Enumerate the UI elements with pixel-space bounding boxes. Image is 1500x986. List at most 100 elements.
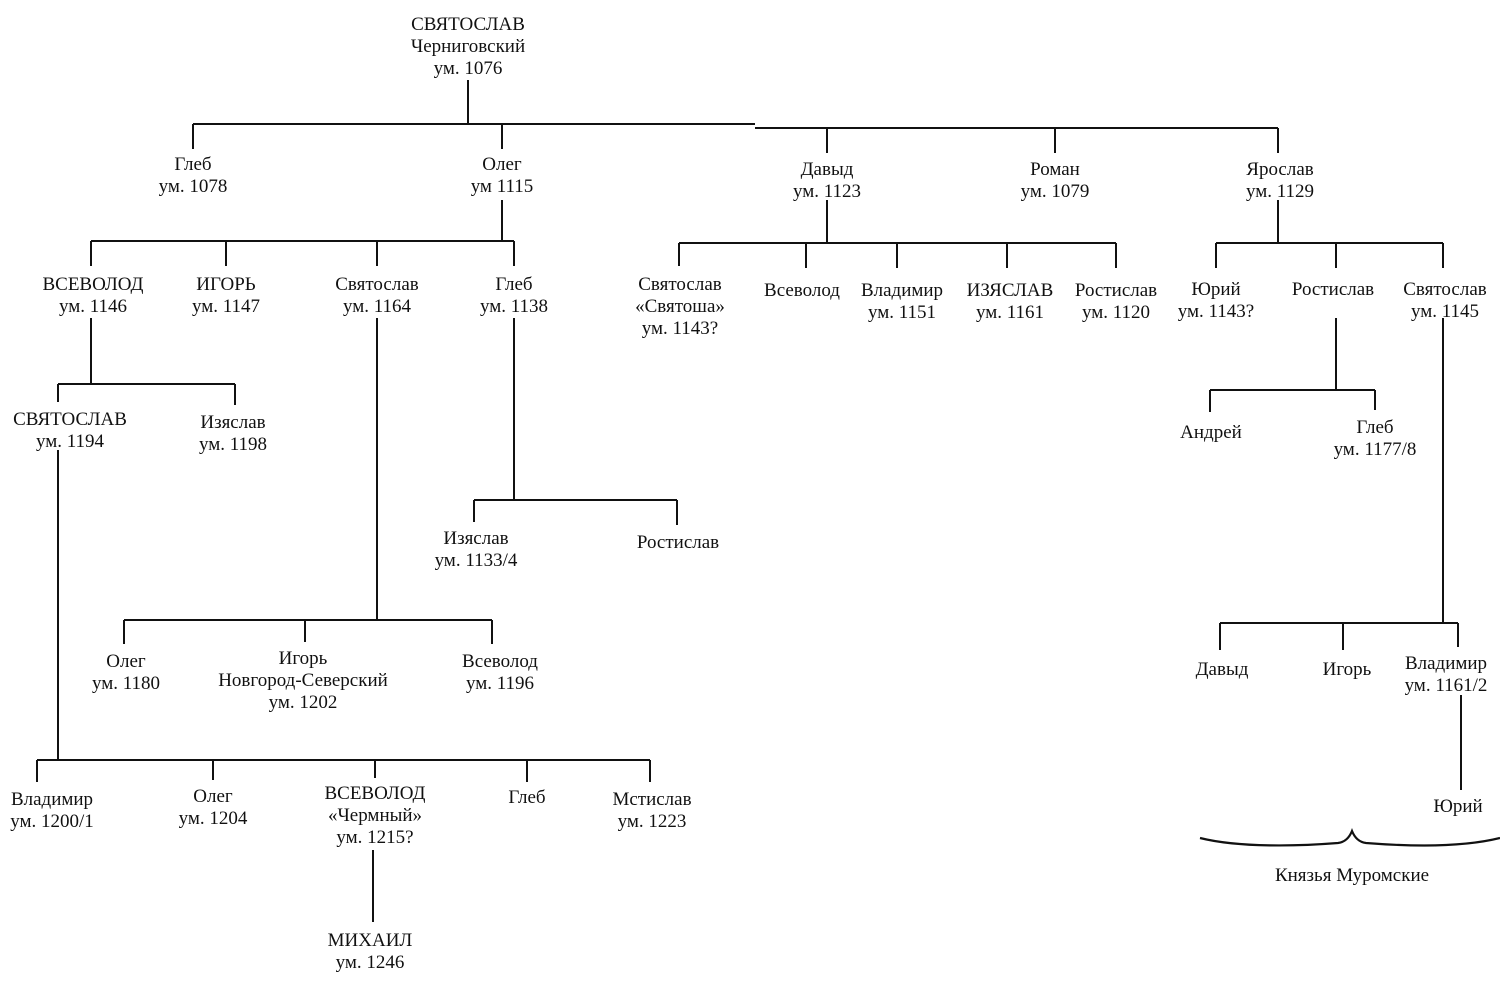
- person-svyatosha-1143: Святослав«Святоша»ум. 1143?: [635, 274, 725, 339]
- person-yuri-1143-line-2: ум. 1143?: [1178, 301, 1255, 322]
- person-izyaslav-1161-line-1: ИЗЯСЛАВ: [967, 280, 1054, 301]
- person-mstislav-1223-line-1: Мстислав: [612, 789, 691, 810]
- person-vsevolod-d-line-1: Всеволод: [764, 280, 840, 301]
- person-davyd-1123-line-1: Давыд: [801, 159, 854, 180]
- person-andrey-line-1: Андрей: [1180, 422, 1242, 443]
- murom-princes-label: Князья Муромские: [1275, 865, 1429, 886]
- person-vsevolod-d: Всеволод: [764, 280, 840, 301]
- person-igor-1147-line-2: ум. 1147: [192, 296, 260, 317]
- person-yuri-m-line-1: Юрий: [1433, 796, 1482, 817]
- person-gleb-s: Глеб: [508, 787, 545, 808]
- person-oleg-1115-line-1: Олег: [482, 154, 522, 175]
- person-svyatosha-1143-line-1: Святослав: [638, 274, 722, 295]
- person-svyatoslav-root-line-1: СВЯТОСЛАВ: [411, 14, 525, 35]
- murom-bracket-brace: [1199, 828, 1500, 847]
- person-izyaslav-1133-line-2: ум. 1133/4: [435, 550, 518, 571]
- person-igor-1202-line-1: Игорь: [279, 648, 328, 669]
- person-svyatoslav-1194-line-1: СВЯТОСЛАВ: [13, 409, 127, 430]
- person-gleb-1177-line-2: ум. 1177/8: [1334, 439, 1417, 460]
- person-vsevolod-1146-line-2: ум. 1146: [59, 296, 127, 317]
- person-yaroslav-1129-line-1: Ярослав: [1246, 159, 1313, 180]
- person-svyatoslav-root-line-2: Черниговский: [411, 36, 525, 57]
- tree-connectors: [36, 80, 1462, 922]
- person-izyaslav-1198-line-2: ум. 1198: [199, 434, 267, 455]
- person-igor-m: Игорь: [1323, 659, 1372, 680]
- person-izyaslav-1133-line-1: Изяслав: [443, 528, 508, 549]
- person-andrey: Андрей: [1180, 422, 1242, 443]
- person-yaroslav-1129-line-2: ум. 1129: [1246, 181, 1314, 202]
- person-gleb-1177-line-1: Глеб: [1356, 417, 1393, 438]
- person-mstislav-1223-line-2: ум. 1223: [618, 811, 687, 832]
- person-vladimir-1161-line-2: ум. 1161/2: [1405, 675, 1488, 696]
- person-igor-m-line-1: Игорь: [1323, 659, 1372, 680]
- person-gleb-1138-line-2: ум. 1138: [480, 296, 548, 317]
- person-vsevolod-1215-line-3: ум. 1215?: [336, 827, 413, 848]
- person-oleg-1204-line-1: Олег: [193, 786, 233, 807]
- person-davyd-m: Давыд: [1196, 659, 1249, 680]
- person-oleg-1180-line-2: ум. 1180: [92, 673, 160, 694]
- person-vsevolod-1215-line-2: «Чермный»: [328, 805, 422, 826]
- person-svyatoslav-1164-line-1: Святослав: [335, 274, 419, 295]
- person-igor-1202-line-3: ум. 1202: [269, 692, 338, 713]
- person-vladimir-1200-line-1: Владимир: [11, 789, 93, 810]
- person-svyatoslav-1145-line-1: Святослав: [1403, 279, 1487, 300]
- person-vsevolod-1146-line-1: ВСЕВОЛОД: [42, 274, 143, 295]
- person-vsevolod-1215-line-1: ВСЕВОЛОД: [324, 783, 425, 804]
- person-izyaslav-1198-line-1: Изяслав: [200, 412, 265, 433]
- person-rostislav-y-line-1: Ростислав: [1292, 279, 1374, 300]
- person-vladimir-1200-line-2: ум. 1200/1: [10, 811, 94, 832]
- person-vladimir-1151-line-2: ум. 1151: [868, 302, 936, 323]
- person-rostislav-1120-line-2: ум. 1120: [1082, 302, 1150, 323]
- person-gleb-s-line-1: Глеб: [508, 787, 545, 808]
- person-roman-1079-line-2: ум. 1079: [1021, 181, 1090, 202]
- person-rostislav-g: Ростислав: [637, 532, 719, 553]
- person-vsevolod-1196-line-1: Всеволод: [462, 651, 538, 672]
- person-oleg-1115-line-2: ум 1115: [471, 176, 534, 197]
- person-mikhail-1246-line-1: МИХАИЛ: [328, 930, 413, 951]
- person-vsevolod-1215: ВСЕВОЛОД«Чермный»ум. 1215?: [324, 783, 425, 848]
- person-roman-1079-line-1: Роман: [1030, 159, 1080, 180]
- person-vladimir-1161-line-1: Владимир: [1405, 653, 1487, 674]
- person-vsevolod-1196-line-2: ум. 1196: [466, 673, 534, 694]
- person-rostislav-1120-line-1: Ростислав: [1075, 280, 1157, 301]
- person-yuri-1143-line-1: Юрий: [1191, 279, 1240, 300]
- person-oleg-1180-line-1: Олег: [106, 651, 146, 672]
- person-rostislav-y: Ростислав: [1292, 279, 1374, 300]
- person-svyatosha-1143-line-2: «Святоша»: [635, 296, 725, 317]
- person-igor-1147-line-1: ИГОРЬ: [196, 274, 256, 295]
- person-davyd-1123-line-2: ум. 1123: [793, 181, 861, 202]
- person-svyatoslav-1164-line-2: ум. 1164: [343, 296, 412, 317]
- person-gleb-1078-line-2: ум. 1078: [159, 176, 228, 197]
- person-rostislav-g-line-1: Ростислав: [637, 532, 719, 553]
- person-gleb-1078-line-1: Глеб: [174, 154, 211, 175]
- person-svyatoslav-root-line-3: ум. 1076: [434, 58, 503, 79]
- person-gleb-1138-line-1: Глеб: [495, 274, 532, 295]
